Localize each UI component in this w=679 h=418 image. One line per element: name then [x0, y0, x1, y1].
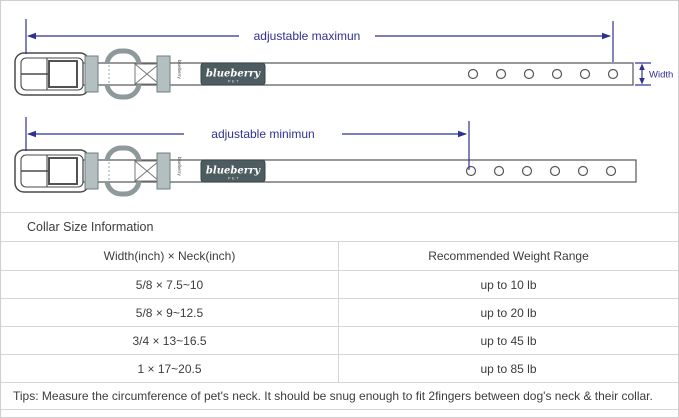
- arrowhead-up-icon: [639, 63, 645, 70]
- brand-logo-subtext: PET: [228, 79, 240, 84]
- dimension-maximum: adjustable maximun: [25, 19, 614, 62]
- table-title: Collar Size Information: [1, 212, 678, 242]
- woven-tag-text: blueberry: [177, 60, 182, 80]
- adjustment-holes: [467, 68, 619, 80]
- brand-patch: blueberry PET: [200, 159, 266, 183]
- maximum-label: adjustable maximun: [254, 29, 361, 43]
- arrowhead-left-icon: [27, 130, 36, 138]
- table-header-row: Width(inch) × Neck(inch) Recommended Wei…: [1, 242, 678, 271]
- weight-column-header: Recommended Weight Range: [428, 249, 589, 263]
- keeper-band: [156, 55, 171, 93]
- table-row: 5/8 × 7.5~10 up to 10 lb: [1, 271, 678, 299]
- table-row: 1 × 17~20.5 up to 85 lb: [1, 355, 678, 383]
- arrowhead-down-icon: [639, 78, 645, 85]
- buckle-icon: [14, 149, 90, 193]
- keeper-band: [84, 55, 99, 93]
- minimum-label: adjustable minimun: [211, 127, 314, 141]
- collar-bottom: blueberry blueberry PET: [14, 117, 637, 197]
- size-column-header: Width(inch) × Neck(inch): [1, 242, 339, 270]
- table-row: 3/4 × 13~16.5 up to 45 lb: [1, 327, 678, 355]
- woven-tag-text: blueberry: [177, 157, 182, 177]
- brand-logo-subtext: PET: [228, 176, 240, 181]
- stitch-box-icon: [134, 63, 160, 85]
- weight-cell: up to 45 lb: [480, 333, 537, 348]
- arrowhead-left-icon: [27, 32, 36, 40]
- brand-logo-text: blueberry: [206, 166, 261, 177]
- keeper-band: [84, 152, 99, 190]
- buckle-icon: [14, 52, 90, 96]
- weight-cell: up to 20 lb: [480, 305, 537, 320]
- width-label: Width: [649, 70, 673, 81]
- keeper-band: [156, 152, 171, 190]
- collar-diagram: blueberry blueberry PET: [14, 19, 673, 197]
- collar-top: blueberry blueberry PET: [14, 19, 673, 100]
- size-cell: 1 × 17~20.5: [1, 355, 339, 382]
- collar-size-table: Collar Size Information Width(inch) × Ne…: [1, 212, 678, 410]
- size-cell: 5/8 × 9~12.5: [1, 299, 339, 326]
- size-cell: 5/8 × 7.5~10: [1, 271, 339, 298]
- brand-logo-text: blueberry: [206, 69, 261, 80]
- tips-note: Tips: Measure the circumference of pet's…: [1, 383, 678, 410]
- weight-cell: up to 10 lb: [480, 277, 537, 292]
- weight-cell: up to 85 lb: [480, 361, 537, 376]
- dimension-minimum: adjustable minimun: [25, 117, 470, 170]
- brand-patch: blueberry PET: [200, 62, 266, 86]
- table-row: 5/8 × 9~12.5 up to 20 lb: [1, 299, 678, 327]
- size-cell: 3/4 × 13~16.5: [1, 327, 339, 354]
- arrowhead-right-icon: [602, 32, 611, 40]
- arrowhead-right-icon: [458, 130, 467, 138]
- adjustment-holes: [465, 165, 617, 177]
- dimension-width: Width: [635, 62, 673, 86]
- stitch-box-icon: [134, 160, 160, 182]
